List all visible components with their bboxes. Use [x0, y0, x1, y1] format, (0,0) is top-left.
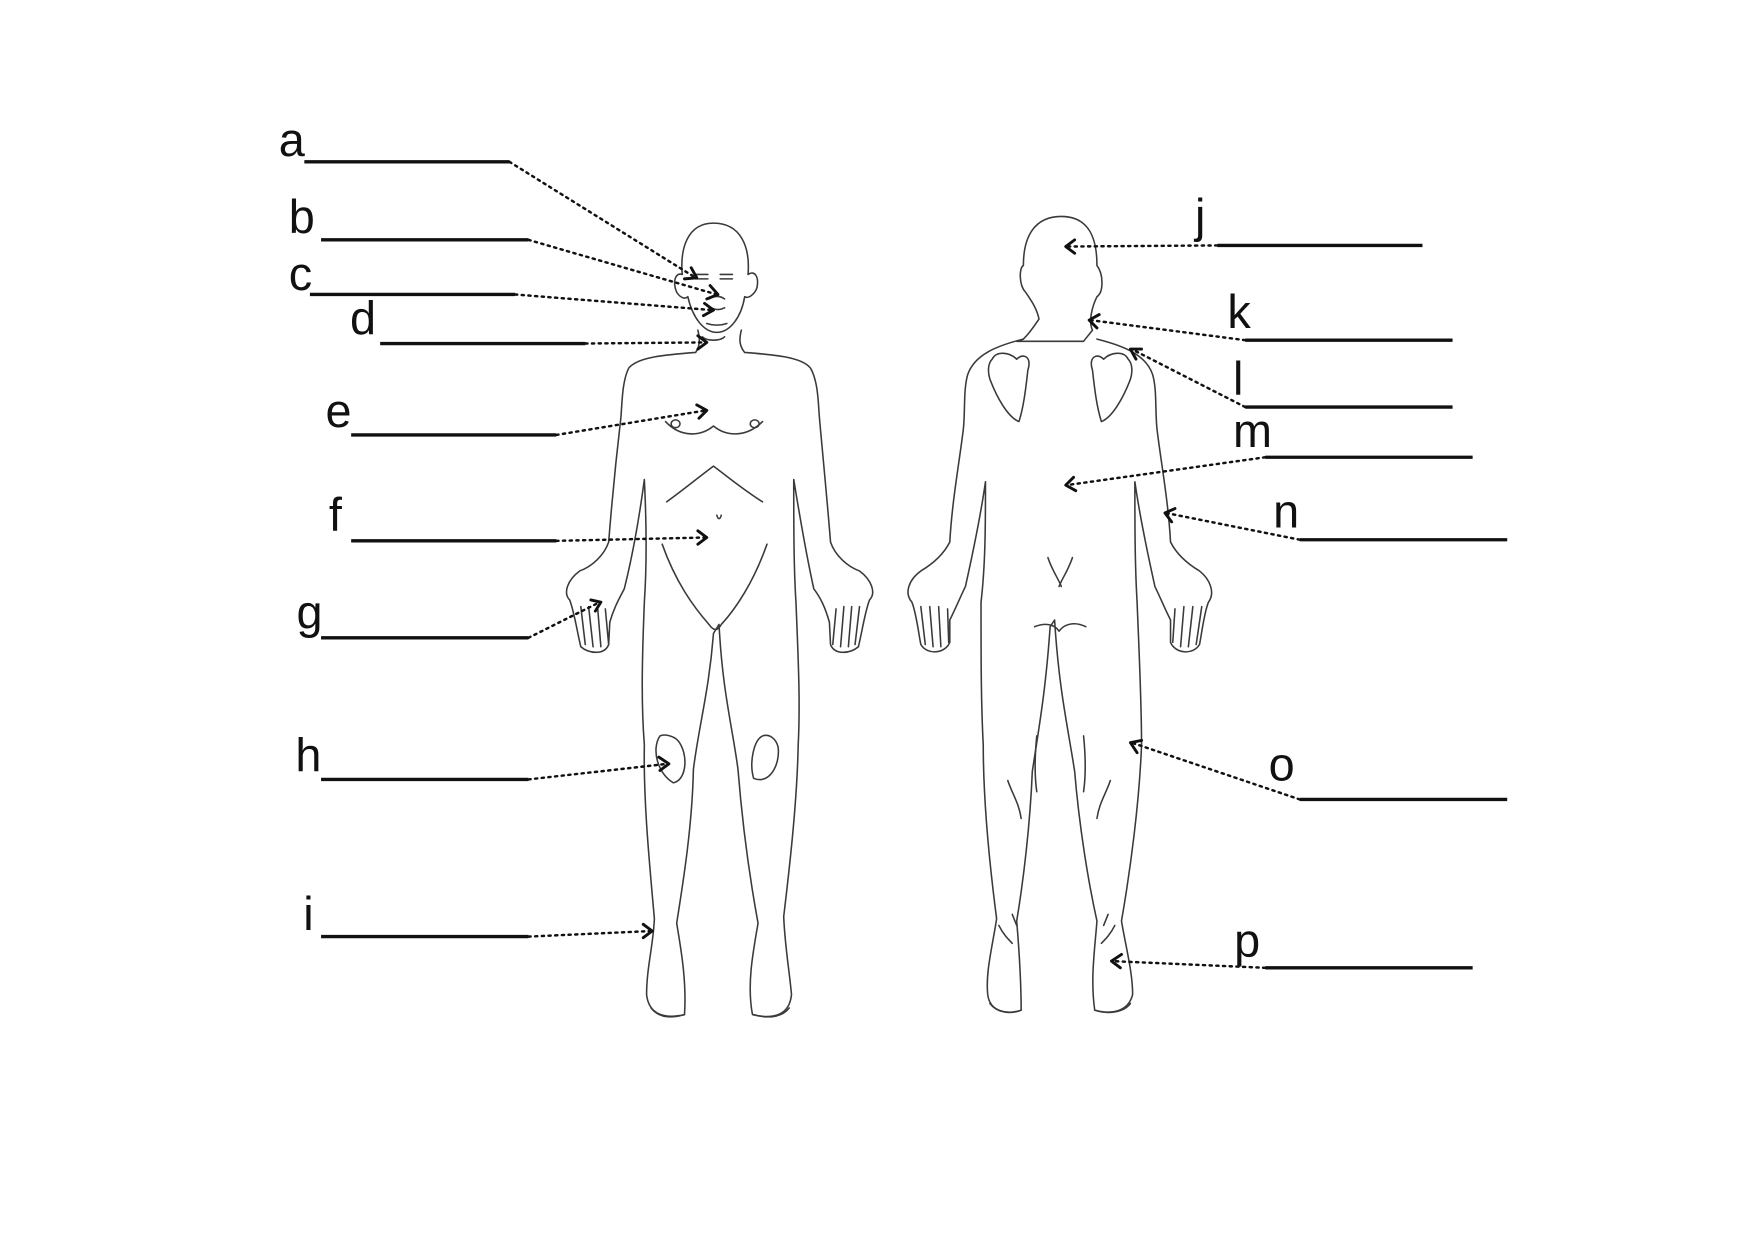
label-letter-o: o — [1269, 739, 1295, 791]
label-letter-p: p — [1234, 915, 1260, 967]
label-letter-a: a — [279, 114, 306, 166]
back-leg-muscle-lines — [1006, 735, 1112, 927]
label-letters: a b c d e f g h i j k l m n o p — [279, 114, 1299, 966]
label-letter-h: h — [295, 730, 321, 782]
label-letter-c: c — [289, 248, 312, 300]
front-left-hand-fingers — [580, 605, 610, 648]
back-left-hand-fingers — [920, 605, 950, 648]
label-letter-f: f — [329, 489, 343, 541]
label-letter-n: n — [1273, 485, 1299, 537]
answer-blanks — [304, 160, 1508, 970]
arrow-i — [527, 922, 654, 940]
front-navel — [716, 514, 723, 520]
back-left-scapula — [987, 352, 1030, 423]
back-right-scapula — [1090, 352, 1133, 423]
label-letter-e: e — [326, 385, 352, 437]
label-letter-b: b — [289, 191, 315, 243]
back-heels — [989, 924, 1132, 1014]
front-chest-and-abdomen-lines — [661, 420, 768, 631]
front-head-outline — [673, 222, 759, 334]
arrow-f — [555, 529, 709, 546]
back-right-hand-fingers — [1171, 605, 1203, 648]
front-torso-arms-outline — [565, 329, 874, 1018]
front-right-kneecap — [751, 734, 780, 781]
arrow-b — [527, 238, 720, 301]
back-body-figure — [907, 215, 1213, 1014]
label-letter-k: k — [1227, 286, 1251, 338]
arrow-c — [513, 293, 715, 318]
back-torso-arms-outline — [907, 338, 1213, 1013]
front-left-nipple — [670, 419, 681, 429]
leader-arrows — [508, 160, 1302, 970]
arrow-m — [1064, 456, 1267, 493]
front-left-kneecap — [655, 734, 686, 784]
front-neck-notch — [701, 336, 726, 341]
label-letter-l: l — [1233, 353, 1243, 405]
front-right-nipple — [749, 419, 760, 429]
label-letter-j: j — [1193, 190, 1205, 242]
back-head-outline — [1015, 215, 1103, 343]
arrow-g — [527, 598, 603, 640]
back-buttocks-lines — [1033, 556, 1087, 632]
arrow-e — [555, 403, 709, 437]
label-letter-i: i — [303, 888, 313, 940]
arrow-n — [1163, 507, 1302, 541]
label-letter-m: m — [1233, 405, 1272, 457]
arrow-p — [1110, 952, 1267, 970]
arrow-o — [1128, 738, 1302, 801]
front-right-hand-fingers — [831, 605, 861, 648]
label-letter-d: d — [350, 293, 376, 345]
front-face-features — [694, 273, 734, 326]
arrow-j — [1064, 238, 1219, 255]
arrow-h — [527, 755, 671, 781]
arrow-k — [1087, 313, 1247, 342]
arrow-l — [1128, 347, 1247, 409]
front-toes — [650, 1007, 791, 1018]
arrow-d — [584, 334, 709, 351]
label-letter-g: g — [297, 586, 323, 638]
arrow-a — [508, 160, 699, 281]
